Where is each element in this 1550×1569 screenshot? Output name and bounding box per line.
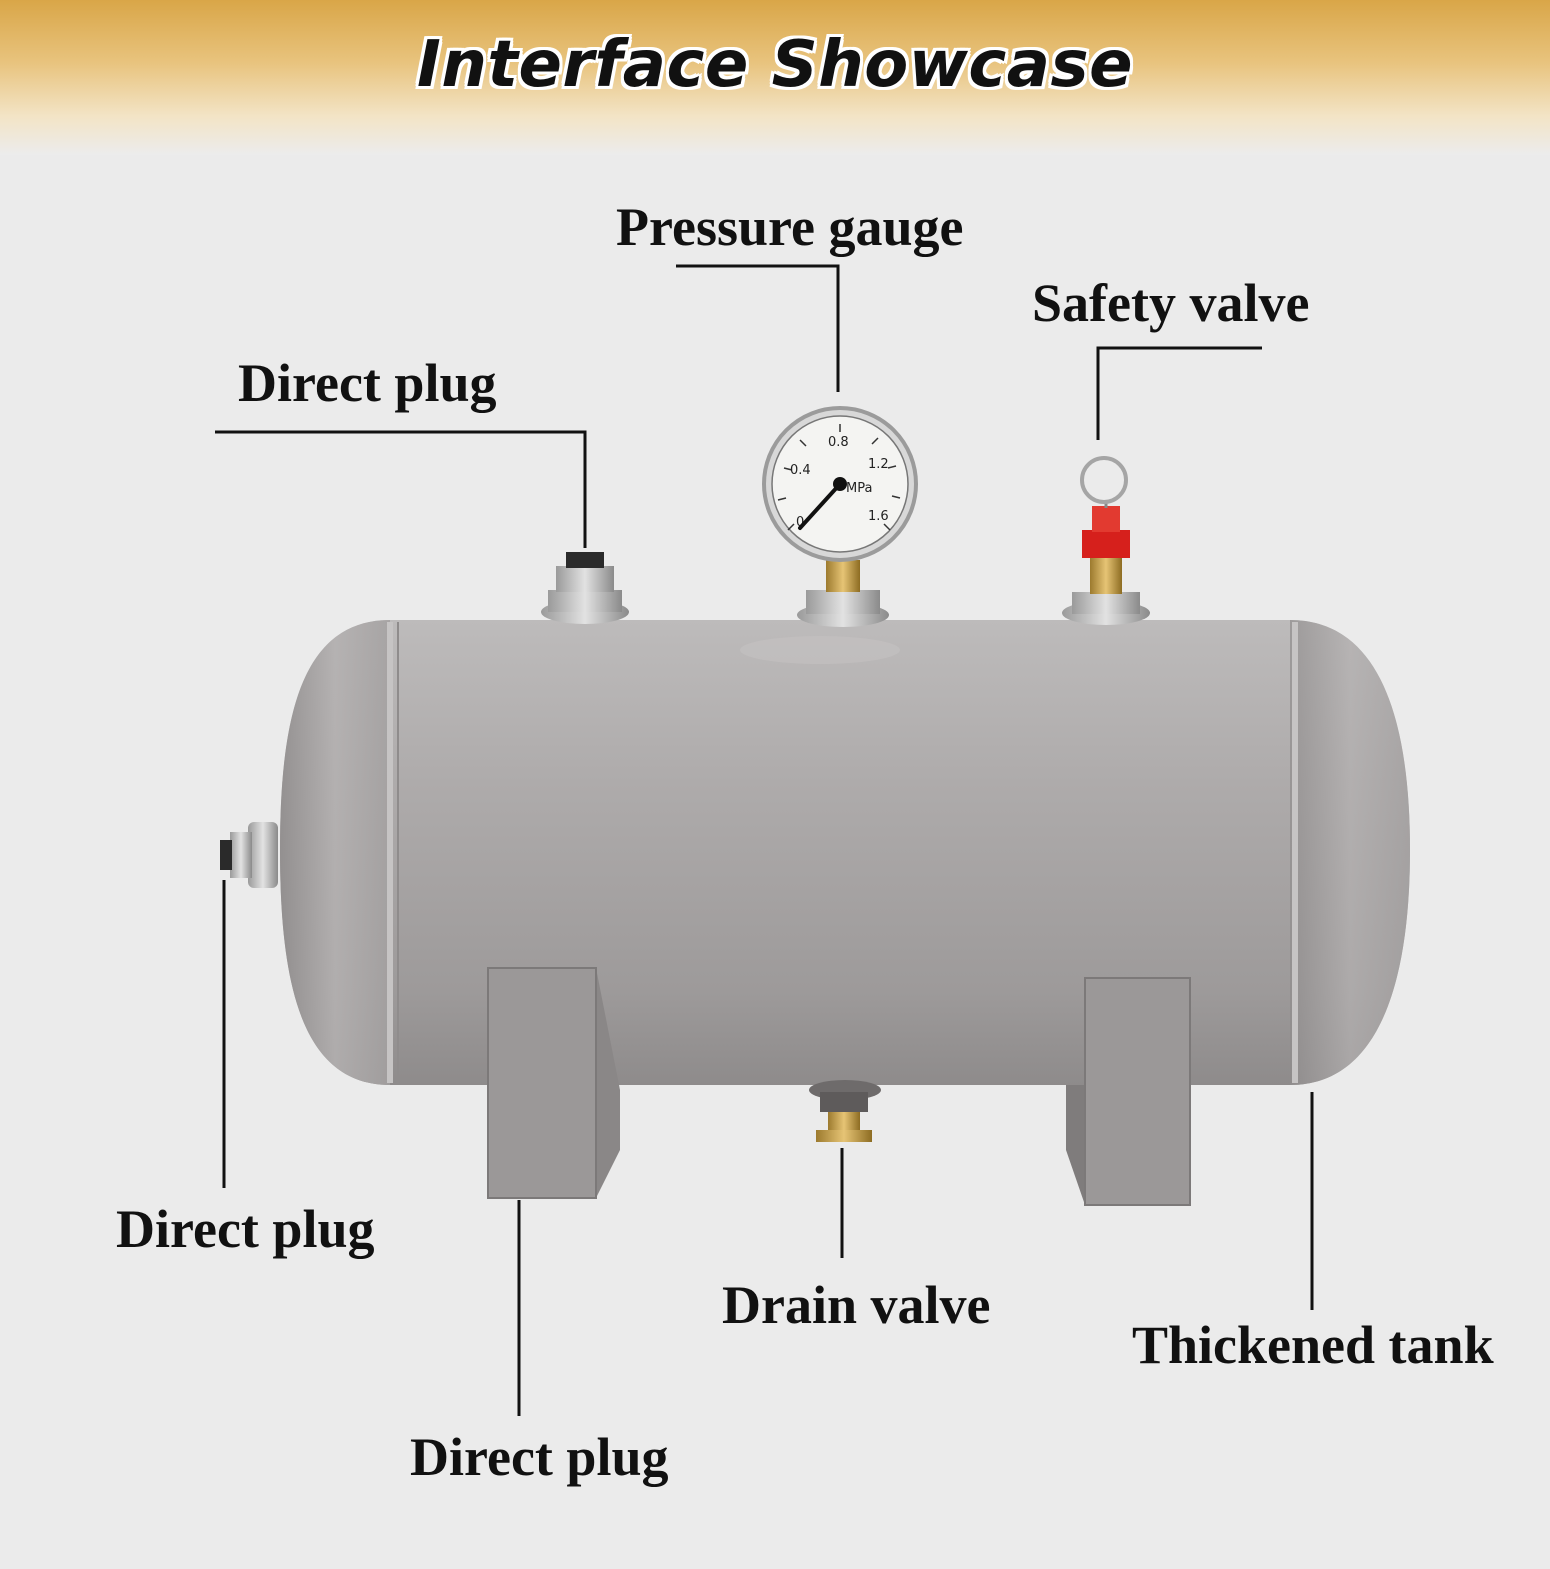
pressure-gauge: 0 0.4 0.8 1.2 1.6 MPa [762, 406, 918, 627]
direct-plug-top-fitting [541, 552, 629, 624]
gauge-unit: MPa [846, 481, 872, 496]
drain-valve [809, 1080, 881, 1142]
tank-foot-right [1066, 977, 1191, 1206]
callout-lines [215, 264, 1314, 1416]
callout-line-safety-valve [1096, 346, 1262, 440]
label-safety-valve: Safety valve [1032, 273, 1310, 333]
label-drain-valve: Drain valve [722, 1275, 991, 1335]
header-banner: Interface Showcase [0, 0, 1550, 155]
label-thickened-tank: Thickened tank [1132, 1315, 1494, 1375]
safety-valve [1062, 456, 1150, 625]
gauge-tick-0-8: 0.8 [828, 435, 849, 450]
callout-line-pressure-gauge [676, 264, 840, 392]
gauge-tick-1-2: 1.2 [868, 457, 889, 472]
page-title: Interface Showcase [417, 28, 1133, 102]
gauge-tick-0-4: 0.4 [790, 463, 811, 478]
gauge-tick-0: 0 [796, 515, 804, 530]
gauge-tick-1-6: 1.6 [868, 509, 889, 524]
label-direct-plug-left: Direct plug [116, 1199, 375, 1259]
callout-line-direct-plug-top [215, 430, 587, 548]
label-pressure-gauge: Pressure gauge [616, 197, 964, 257]
direct-plug-left-fitting [220, 822, 278, 888]
tank-foot-left [487, 967, 620, 1199]
label-direct-plug-bottom: Direct plug [410, 1427, 669, 1487]
tank-body [280, 620, 1410, 1085]
label-direct-plug-top: Direct plug [238, 353, 497, 413]
